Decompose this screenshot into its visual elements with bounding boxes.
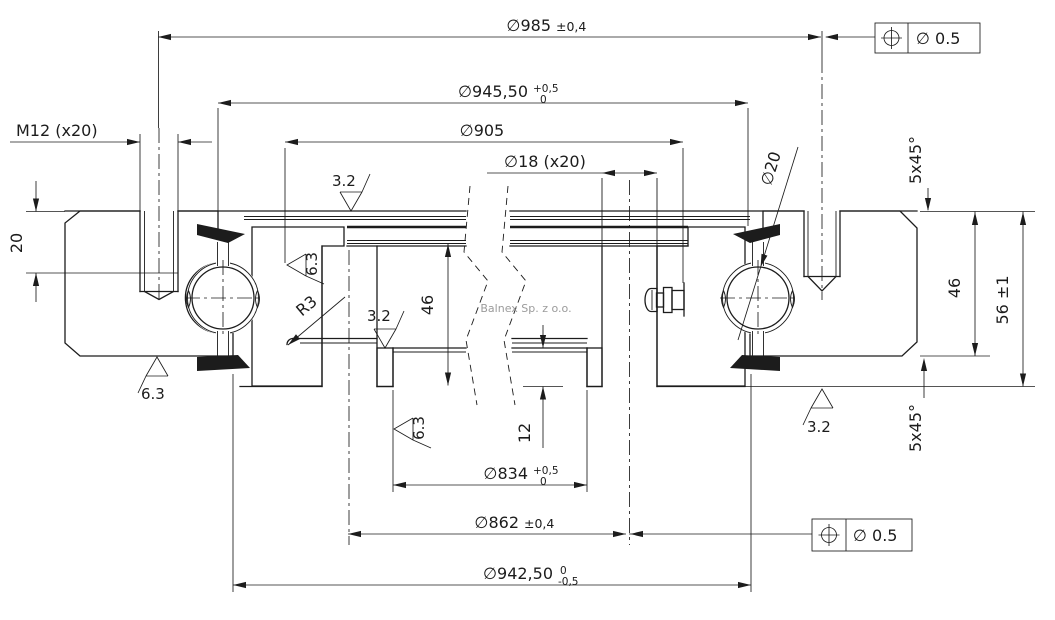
seal-right-bottom (730, 355, 780, 371)
dim-46-inner-label: 46 (418, 295, 437, 315)
m12-hole-left (139, 210, 179, 301)
roughness-icon: 6.3 (286, 252, 325, 285)
dim-942: ∅942,50 0 -0,5 (232, 374, 752, 592)
dim-942-label: ∅942,50 (483, 564, 553, 583)
fcf-top-value: ∅ 0.5 (916, 29, 960, 48)
roughness-icon: 3.2 (332, 172, 371, 212)
dim-945-tol-lower: 0 (540, 94, 547, 106)
dim-862-tol: ±0,4 (524, 516, 554, 531)
dim-862-label: ∅862 (475, 513, 519, 532)
roughness-icon: 6.3 (137, 356, 169, 403)
roughness-icon: 6.3 (393, 416, 432, 449)
surface-finish-symbols: 3.2 3.2 3.2 6.3 6.3 6.3 (137, 172, 834, 449)
dim-834: ∅834 +0,5 0 (392, 390, 588, 492)
bearing-cross-section (64, 58, 918, 545)
fcf-bottom: ∅ 0.5 (811, 518, 913, 552)
dim-12-label: 12 (515, 423, 534, 443)
dim-18: ∅18 (x20) (487, 152, 657, 177)
centerlines (158, 58, 823, 545)
dim-834-tol-lower: 0 (540, 476, 547, 488)
roughness-recess-value: 3.2 (367, 307, 391, 325)
seals (197, 224, 780, 371)
dim-chamfer-top: 5x45° (906, 136, 932, 211)
seal-left-bottom (197, 355, 250, 371)
dim-945-tol-upper: +0,5 (533, 83, 559, 95)
roughness-recess-wall-value: 6.3 (410, 416, 428, 440)
chamfer-bottom-label: 5x45° (906, 404, 925, 452)
bottom-band (239, 178, 746, 388)
chamfer-top-label: 5x45° (906, 136, 925, 184)
seal-right-top (733, 224, 780, 243)
position-tolerance-icon (881, 27, 902, 49)
dim-985-label: ∅985 (507, 16, 551, 35)
dim-862: ∅862 ±0,4 (348, 513, 812, 538)
dimensions: ∅985 ±0,4 ∅ 0.5 ∅945,50 +0,5 0 (7, 16, 1035, 592)
dim-985-tol: ±0,4 (556, 19, 586, 34)
fcf-bottom-value: ∅ 0.5 (853, 526, 897, 545)
dim-56: 56 ±1 (745, 211, 1035, 387)
dim-46-inner: 46 (418, 244, 452, 386)
position-tolerance-icon (818, 524, 840, 546)
roughness-icon: 3.2 (802, 388, 834, 436)
watermark: Balnex Sp. z o.o. (480, 302, 571, 315)
top-face-and-gap-lines (64, 210, 918, 247)
dim-20-label: 20 (7, 233, 26, 253)
dim-chamfer-bottom: 5x45° (906, 358, 928, 452)
dim-945-label: ∅945,50 (458, 82, 528, 101)
dim-905-label: ∅905 (460, 121, 504, 140)
dim-905: ∅905 (284, 121, 684, 283)
dim-12: 12 (515, 325, 563, 448)
dim-834-tol-upper: +0,5 (533, 465, 559, 477)
roughness-top-value: 3.2 (332, 172, 356, 190)
dim-20: 20 (7, 181, 178, 302)
dim-985: ∅985 ±0,4 (158, 16, 875, 128)
dim-46-outer: 46 (920, 211, 1035, 357)
roughness-icon: 3.2 (367, 307, 405, 349)
roughness-outer-bottom-value: 6.3 (141, 385, 165, 403)
grease-nipple (644, 282, 685, 317)
dim-56-label: 56 ±1 (993, 275, 1012, 324)
dim-942-tol-upper: 0 (560, 565, 567, 577)
fcf-top: ∅ 0.5 (874, 22, 981, 54)
seal-left-top (197, 224, 245, 243)
roughness-bottom-value: 3.2 (807, 418, 831, 436)
dim-46-outer-label: 46 (945, 278, 964, 298)
dim-m12: M12 (x20) (10, 121, 212, 211)
dim-834-label: ∅834 (484, 464, 528, 483)
dim-945: ∅945,50 +0,5 0 (217, 82, 749, 226)
roughness-raceway-value: 6.3 (303, 252, 321, 276)
dim-942-tol-lower: -0,5 (558, 576, 579, 588)
dim-m12-label: M12 (x20) (16, 121, 98, 140)
dim-18-label: ∅18 (x20) (504, 152, 586, 171)
